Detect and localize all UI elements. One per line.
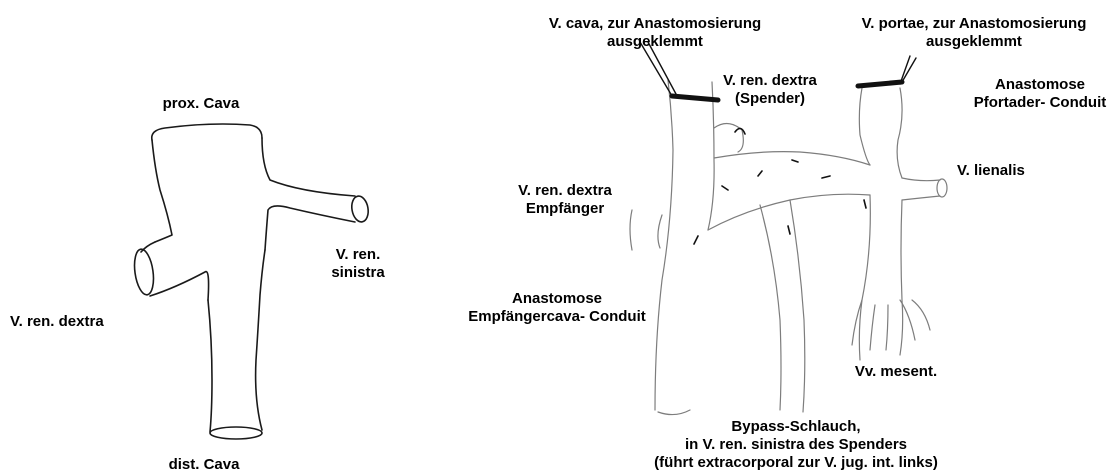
label-anastomose-pfortader: Anastomose Pfortader- Conduit: [974, 76, 1107, 112]
label-vv-mesent-text: Vv. mesent.: [855, 363, 937, 381]
label-v-ren-dextra-recipient-line2: Empfänger: [518, 200, 612, 218]
splenic-opening: [937, 179, 947, 197]
label-vv-mesent: Vv. mesent.: [855, 363, 937, 381]
smv-left-wall: [859, 195, 870, 360]
label-bypass-line3: (führt extracorporal zur V. jug. int. li…: [654, 454, 938, 472]
recipient-cava-right-wall: [708, 82, 714, 230]
right-renal-upper-wall: [141, 242, 155, 252]
label-prox-cava-text: prox. Cava: [163, 95, 240, 113]
label-v-ren-sinistra-line2: sinistra: [331, 264, 384, 282]
label-bypass: Bypass-Schlauch, in V. ren. sinistra des…: [654, 418, 938, 472]
recipient-cava-left-wall: [655, 80, 673, 410]
label-bypass-line1: Bypass-Schlauch,: [654, 418, 938, 436]
dist-cava-opening: [210, 427, 262, 439]
label-anastomose-empfaenger-line1: Anastomose: [468, 290, 646, 308]
label-anastomose-pfortader-line2: Pfortader- Conduit: [974, 94, 1107, 112]
right-renal-lower-wall: [150, 272, 209, 300]
label-v-ren-sinistra: V. ren. sinistra: [331, 246, 384, 282]
right-renal-opening: [132, 248, 156, 296]
cava-clamp: [672, 96, 718, 100]
label-anastomose-empfaenger: Anastomose Empfängercava- Conduit: [468, 290, 646, 326]
suture-marks: [694, 128, 866, 244]
portal-vein-left-wall: [859, 88, 870, 165]
cava-right-wall-lower: [256, 250, 265, 430]
bypass-tube-left: [760, 205, 781, 410]
cava-left-wall-lower: [208, 300, 212, 432]
mesenteric-branches: [852, 300, 930, 350]
label-v-portae-clamped: V. portae, zur Anastomosierung ausgeklem…: [862, 15, 1087, 51]
label-v-portae-clamped-line1: V. portae, zur Anastomosierung: [862, 15, 1087, 33]
label-anastomose-pfortader-line1: Anastomose: [974, 76, 1107, 94]
donor-renal-stump: [714, 123, 743, 152]
label-v-cava-clamped-line2: ausgeklemmt: [549, 33, 761, 51]
label-prox-cava: prox. Cava: [163, 95, 240, 113]
label-v-ren-dextra-recipient: V. ren. dextra Empfänger: [518, 182, 612, 218]
label-v-ren-dextra-donor: V. ren. dextra (Spender): [723, 72, 817, 108]
label-v-ren-dextra: V. ren. dextra: [10, 313, 104, 331]
label-dist-cava-text: dist. Cava: [169, 456, 240, 474]
portal-clamp: [858, 82, 902, 86]
portal-vein-right-wall: [897, 88, 902, 178]
prox-cava-opening: [152, 124, 262, 140]
label-v-ren-dextra-text: V. ren. dextra: [10, 313, 104, 331]
label-dist-cava: dist. Cava: [169, 456, 240, 474]
label-v-ren-dextra-donor-line1: V. ren. dextra: [723, 72, 817, 90]
recipient-renal-stub: [630, 210, 662, 250]
label-anastomose-empfaenger-line2: Empfängercava- Conduit: [468, 308, 646, 326]
label-v-cava-clamped-line1: V. cava, zur Anastomosierung: [549, 15, 761, 33]
left-renal-opening: [350, 195, 370, 223]
label-v-ren-dextra-donor-line2: (Spender): [723, 90, 817, 108]
label-v-ren-dextra-recipient-line1: V. ren. dextra: [518, 182, 612, 200]
splenic-vein: [902, 178, 940, 200]
portal-clamp-handle-1: [902, 58, 916, 82]
bypass-tube-right: [790, 200, 805, 412]
label-v-cava-clamped: V. cava, zur Anastomosierung ausgeklemmt: [549, 15, 761, 51]
conduit-upper-wall: [714, 152, 870, 165]
label-v-lienalis-text: V. lienalis: [957, 162, 1025, 180]
smv-right-wall: [900, 200, 903, 355]
conduit-lower-wall: [708, 194, 870, 230]
recipient-cava-bottom: [658, 410, 690, 415]
cava-left-wall-upper: [152, 140, 172, 242]
cava-right-wall-upper: [262, 138, 355, 196]
label-v-ren-sinistra-line1: V. ren.: [331, 246, 384, 264]
label-v-portae-clamped-line2: ausgeklemmt: [862, 33, 1087, 51]
left-renal-lower-wall: [265, 206, 355, 250]
label-v-lienalis: V. lienalis: [957, 162, 1025, 180]
label-bypass-line2: in V. ren. sinistra des Spenders: [654, 436, 938, 454]
